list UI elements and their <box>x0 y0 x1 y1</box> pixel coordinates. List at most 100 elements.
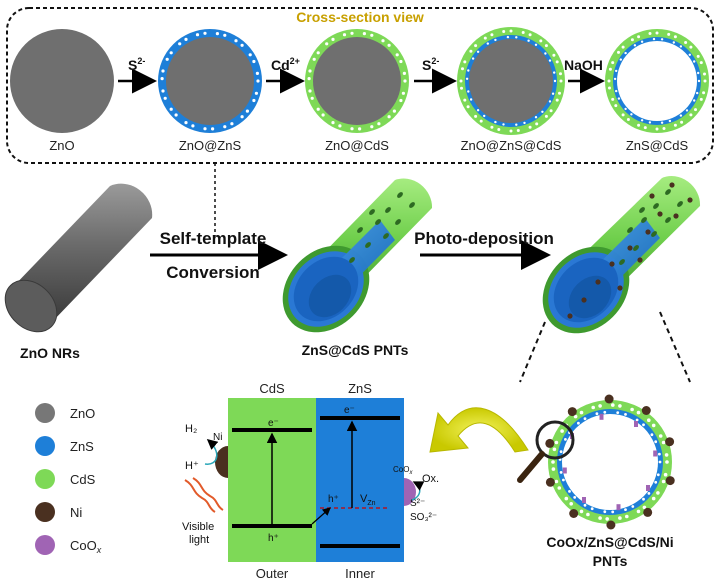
tube-pore <box>383 233 389 239</box>
shell-pore-dot <box>684 41 688 44</box>
shell-pore-dot <box>474 44 478 48</box>
shell-pore-dot <box>648 32 652 35</box>
shell-pore-dot <box>402 71 406 75</box>
shell-pore-dot <box>640 40 644 43</box>
photo-deposition-label: Photo-deposition <box>414 229 554 248</box>
ni-particle <box>215 446 228 478</box>
shell-pore-dot <box>497 128 501 131</box>
shell-pore-dot <box>662 127 666 130</box>
shell-pore-dot <box>184 37 188 42</box>
shell-pore-dot <box>679 45 683 48</box>
tube-pore <box>349 257 355 263</box>
shell-pore-dot <box>583 503 587 507</box>
coox-particle-dot <box>562 467 567 474</box>
shell-pore-dot <box>699 61 703 65</box>
coox-particle-dot <box>634 421 638 427</box>
shell-pore-dot <box>548 100 552 103</box>
zno-zns-cds-circle <box>457 27 565 135</box>
vzn-label: VZn <box>360 493 376 507</box>
shell-pore-dot <box>463 98 467 102</box>
shell-pore-dot <box>603 410 607 414</box>
shell-pore-dot <box>640 119 644 122</box>
shell-pore-dot <box>577 421 580 425</box>
shell-pore-dot <box>568 490 571 493</box>
shell-pore-dot <box>621 113 625 117</box>
ni-particle-dot <box>569 509 579 518</box>
shell-pore-dot <box>308 69 312 73</box>
shell-pore-dot <box>174 113 178 117</box>
shell-pore-dot <box>654 480 658 484</box>
outer-label: Outer <box>256 566 289 581</box>
shell-pore-dot <box>688 53 691 56</box>
shell-pore-dot <box>642 497 645 501</box>
cross-section-panel <box>6 7 714 164</box>
shell-pore-dot <box>564 496 569 501</box>
shell-pore-dot <box>693 60 696 63</box>
shell-pore-dot <box>660 38 664 41</box>
shell-pore-dot <box>316 107 320 111</box>
h2-label: H₂ <box>185 423 197 435</box>
shell-pore-dot <box>591 405 595 410</box>
ni-particle-dot <box>641 406 651 415</box>
shell-pore-dot <box>467 69 470 72</box>
shell-pore-dot <box>667 32 671 36</box>
shell-pore-dot <box>554 479 559 484</box>
light-wave-2 <box>192 477 224 511</box>
ni-particle-dot <box>617 285 623 291</box>
ox-label: Ox. <box>422 473 439 485</box>
tube-pore <box>365 242 371 248</box>
shell-pore-dot <box>685 109 689 112</box>
h2-evolution-arrow <box>204 439 219 465</box>
tube-pore <box>395 219 401 225</box>
shell-pore-dot <box>551 460 555 464</box>
shell-pore-dot <box>535 122 539 126</box>
ni-particle-dot <box>627 245 633 251</box>
shell-pore-dot <box>474 114 478 118</box>
shell-pore-dot <box>658 460 662 464</box>
zno-cds-circle <box>305 29 409 133</box>
shell-pore-dot <box>544 114 548 118</box>
shell-pore-dot <box>608 86 611 90</box>
shell-pore-dot <box>203 31 207 35</box>
shell-pore-dot <box>552 447 557 452</box>
tube-pore <box>665 217 671 223</box>
shell-pore-dot <box>523 121 526 125</box>
legend-label-ni: Ni <box>70 505 82 520</box>
hplus-label: H⁺ <box>185 460 199 472</box>
shell-pore-dot <box>617 50 620 54</box>
ni-particle-dot <box>665 476 675 486</box>
shell-pore-dot <box>506 35 510 39</box>
shell-pore-dot <box>579 410 584 415</box>
shell-pore-dot <box>586 512 590 517</box>
shell-pore-dot <box>696 54 700 58</box>
shell-pore-dot <box>248 53 252 57</box>
shell-pore-dot <box>362 31 366 36</box>
shell-pore-dot <box>252 98 256 103</box>
inner-label: Inner <box>345 566 375 581</box>
shell-pore-dot <box>460 86 463 90</box>
cds-electron: e⁻ <box>268 418 279 429</box>
tube-pore <box>619 259 625 265</box>
shell-pore-dot <box>555 60 559 64</box>
shell-pore-dot <box>465 77 469 81</box>
shell-pore-dot <box>598 516 602 520</box>
shell-pore-dot <box>618 404 622 408</box>
shell-pore-dot <box>370 125 374 129</box>
shell-pore-dot <box>654 440 658 444</box>
shell-pore-dot <box>256 79 260 83</box>
shell-pore-dot <box>494 120 497 124</box>
shell-pore-dot <box>381 39 385 43</box>
shell-pore-dot <box>661 440 666 445</box>
ni-particle-dot <box>604 394 614 404</box>
shell-pore-dot <box>647 492 651 495</box>
zoom-line-right <box>659 311 691 383</box>
shell-pore-dot <box>559 450 563 453</box>
shell-pore-dot <box>658 452 661 456</box>
ni-particle-dot <box>637 257 643 263</box>
label-zno: ZnO <box>49 138 74 153</box>
coox-particle-dot <box>646 485 650 491</box>
ni-particle-dot <box>657 211 663 217</box>
zoom-line-left <box>519 321 546 383</box>
arrow-1-label: S2- <box>128 56 145 73</box>
